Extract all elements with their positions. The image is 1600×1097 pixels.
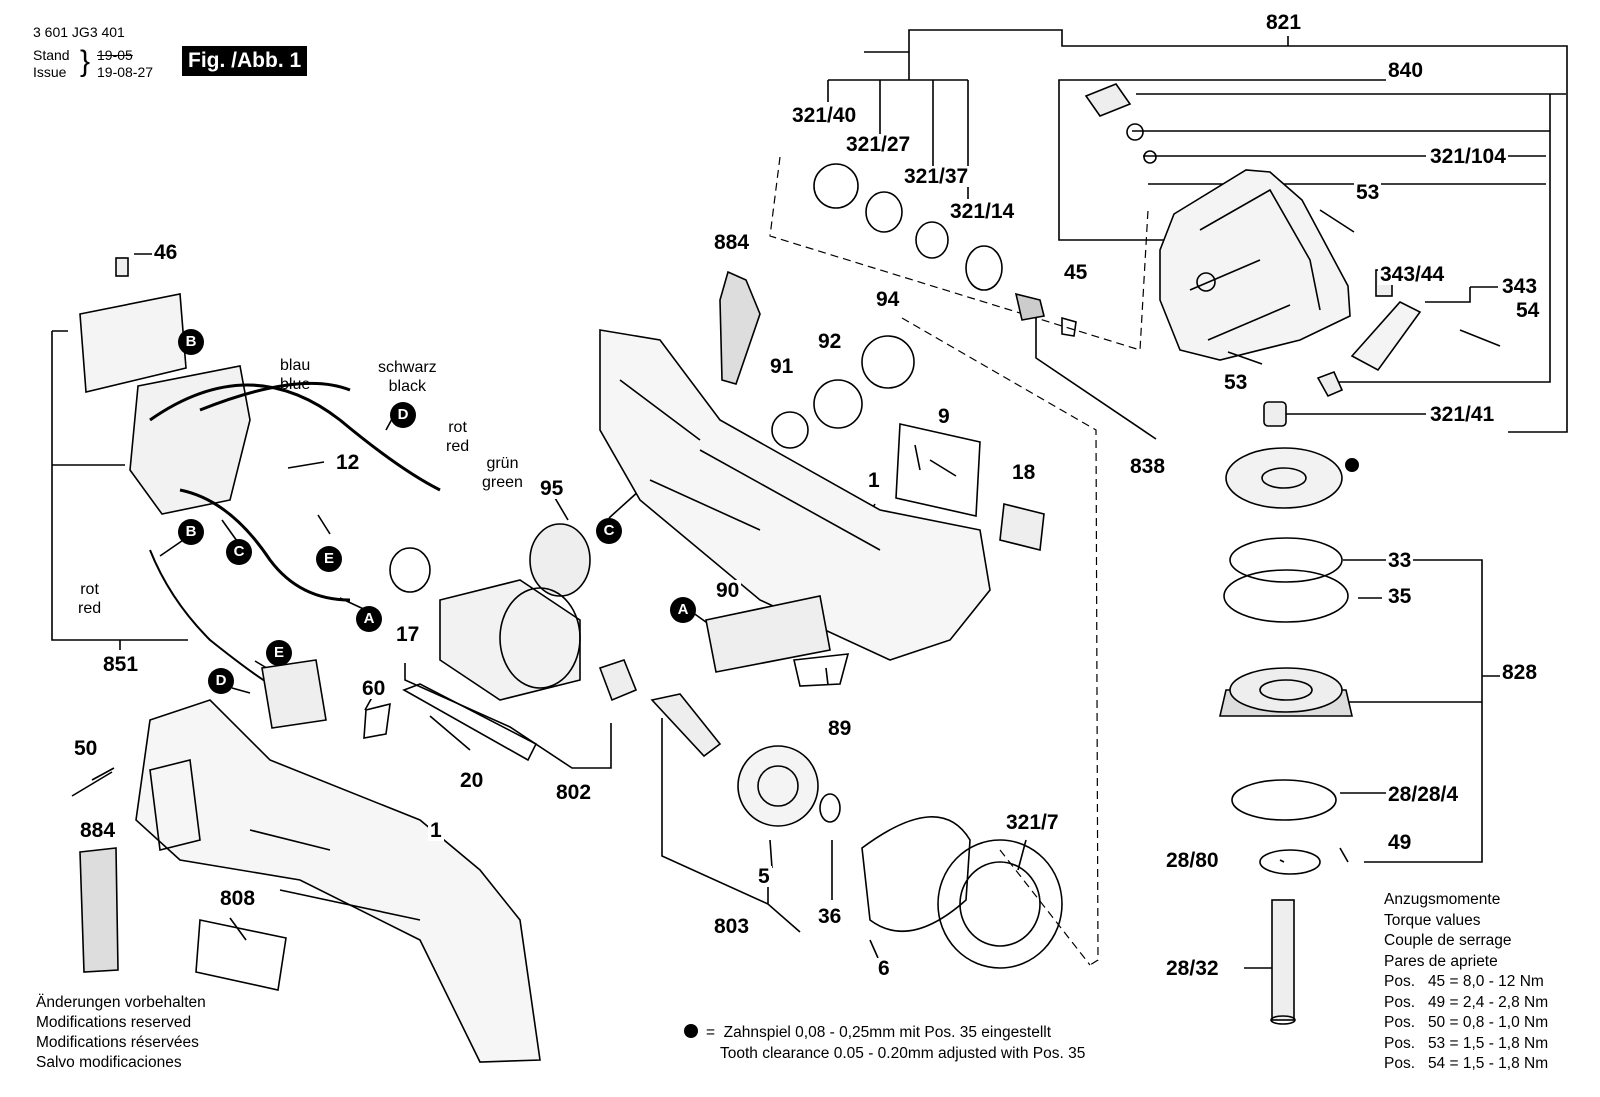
part-label: 803 <box>712 915 752 938</box>
part-label: 35 <box>1386 585 1414 608</box>
part-label: 828 <box>1500 661 1540 684</box>
part-label: 6 <box>876 957 892 980</box>
part-label: 33 <box>1386 549 1414 572</box>
torque-row: Pos. 50 = 0,8 - 1,0 Nm <box>1384 1014 1549 1031</box>
connector-marker: E <box>266 640 292 666</box>
part-label: 321/37 <box>902 165 971 188</box>
part-label: 5 <box>756 865 772 888</box>
part-label: 92 <box>816 330 844 353</box>
part-label: 884 <box>712 231 752 254</box>
torque-heading: Pares de apriete <box>1384 952 1498 970</box>
torque-heading: Torque values <box>1384 911 1481 929</box>
part-label: 321/14 <box>948 200 1017 223</box>
connector-marker: A <box>670 597 696 623</box>
part-label: 95 <box>538 477 566 500</box>
issue-value: 19-08-27 <box>97 64 154 80</box>
torque-row: Pos. 45 = 8,0 - 12 Nm <box>1384 973 1544 990</box>
connector-marker: B <box>178 329 204 355</box>
part-label: 321/41 <box>1428 403 1497 426</box>
part-label: 20 <box>458 769 486 792</box>
part-label: 12 <box>334 451 362 474</box>
part-label: 1 <box>866 469 882 492</box>
part-label: 60 <box>360 677 388 700</box>
tooth-clearance-note: = Zahnspiel 0,08 - 0,25mm mit Pos. 35 ei… <box>684 1022 1085 1064</box>
figure-label: Fig. /Abb. 1 <box>182 46 308 76</box>
connector-marker: D <box>208 668 234 694</box>
part-label: 321/7 <box>1004 811 1061 834</box>
part-label: 50 <box>72 737 100 760</box>
part-label: 91 <box>768 355 796 378</box>
part-label: 45 <box>1062 261 1090 284</box>
part-label: 28/28/4 <box>1386 783 1461 806</box>
part-label: 838 <box>1128 455 1168 478</box>
part-label: 53 <box>1222 371 1250 394</box>
part-label: 17 <box>394 623 422 646</box>
part-label: 884 <box>78 819 118 842</box>
connector-marker: B <box>178 519 204 545</box>
part-label: 321/40 <box>790 104 859 127</box>
part-label: 28/80 <box>1164 849 1221 872</box>
doc-number: 3 601 JG3 401 <box>33 24 125 40</box>
part-label: 49 <box>1386 831 1414 854</box>
part-label: 321/104 <box>1428 145 1508 168</box>
part-label: 321/27 <box>844 133 913 156</box>
torque-values: Anzugsmomente Torque values Couple de se… <box>1384 890 1548 1075</box>
modifications-notice: Änderungen vorbehalten Modifications res… <box>36 994 206 1071</box>
part-label: 54 <box>1514 299 1542 322</box>
part-label: 821 <box>1264 11 1304 34</box>
part-label: 802 <box>554 781 594 804</box>
part-label: 343 <box>1500 275 1540 298</box>
connector-marker: C <box>596 518 622 544</box>
connector-marker: E <box>316 546 342 572</box>
connector-marker: D <box>390 402 416 428</box>
torque-row: Pos. 53 = 1,5 - 1,8 Nm <box>1384 1034 1549 1052</box>
torque-row: Pos. 54 = 1,5 - 1,8 Nm <box>1384 1055 1549 1072</box>
part-label: 851 <box>101 653 141 676</box>
part-label: 36 <box>816 905 844 928</box>
part-label: 1 <box>428 819 444 842</box>
torque-heading: Anzugsmomente <box>1384 891 1501 908</box>
part-label: 9 <box>936 405 952 428</box>
issue-label: Issue <box>33 64 67 80</box>
stand-label: Stand <box>33 47 70 63</box>
part-label: 18 <box>1010 461 1038 484</box>
part-label: 90 <box>714 579 742 602</box>
bracket-glyph: } <box>80 45 91 78</box>
bullet-dot-icon <box>684 1024 698 1038</box>
stand-value: 19-05 <box>97 47 133 63</box>
part-label: 89 <box>826 717 854 740</box>
part-label: 28/32 <box>1164 957 1221 980</box>
torque-row: Pos. 49 = 2,4 - 2,8 Nm <box>1384 993 1549 1011</box>
torque-heading: Couple de serrage <box>1384 932 1512 949</box>
part-label: 53 <box>1354 181 1382 204</box>
part-label: 808 <box>218 887 258 910</box>
part-label: 343/44 <box>1378 263 1447 286</box>
part-label: 840 <box>1386 59 1426 82</box>
connector-marker: C <box>226 539 252 565</box>
part-label: 46 <box>152 241 180 264</box>
connector-marker: A <box>356 606 382 632</box>
part-label: 94 <box>874 288 902 311</box>
